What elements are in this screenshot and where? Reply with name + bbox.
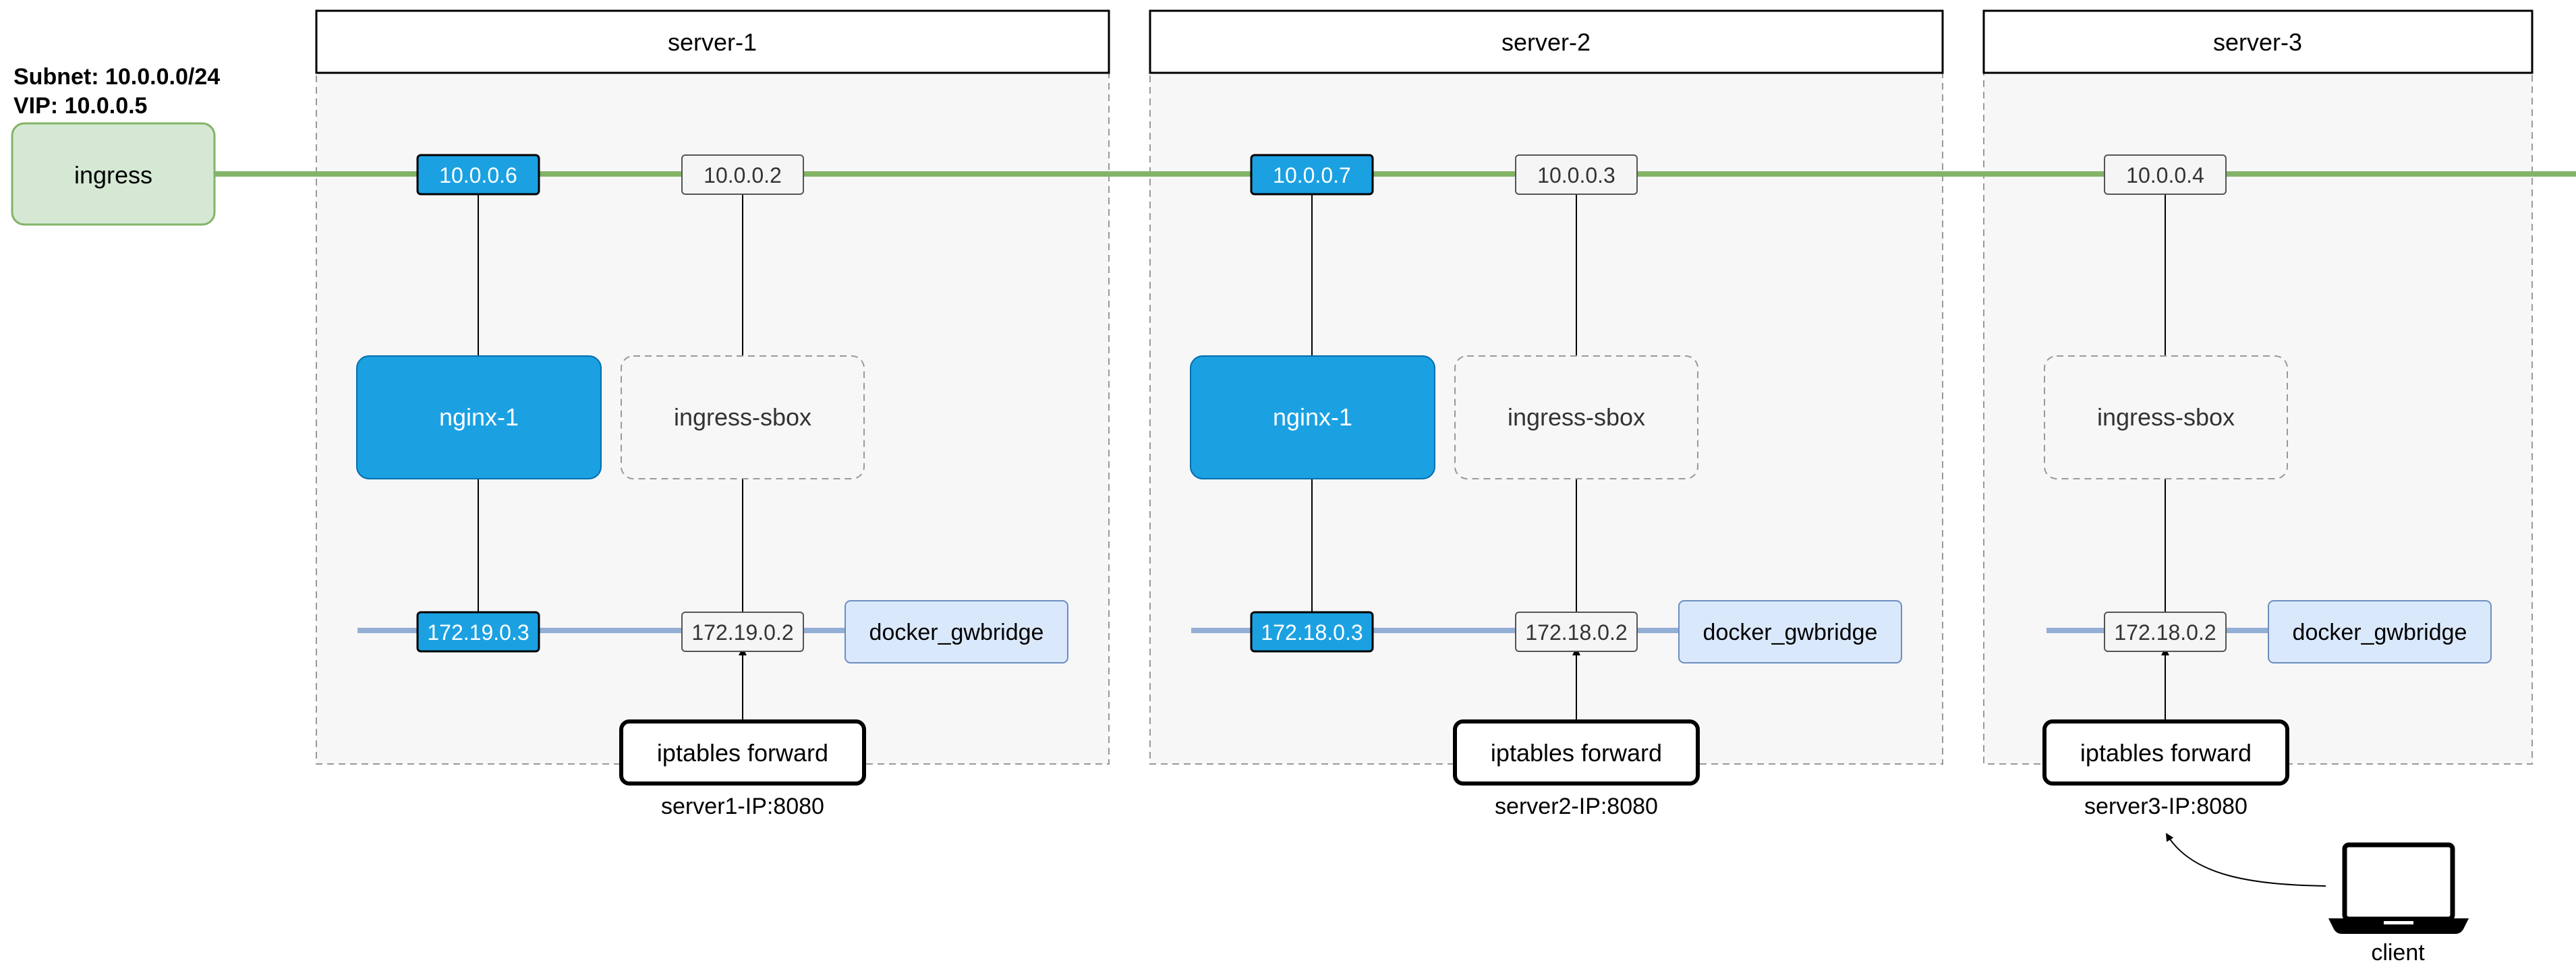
overlay-endpoint: 10.0.0.4: [2104, 154, 2227, 195]
server-name: server-1: [668, 28, 757, 56]
bridge-endpoint: 172.19.0.2: [681, 612, 804, 652]
svg-text:docker_gwbridge: docker_gwbridge: [2293, 620, 2467, 645]
svg-text:10.0.0.2: 10.0.0.2: [704, 163, 782, 187]
svg-text:iptables forward: iptables forward: [657, 739, 828, 767]
svg-text:docker_gwbridge: docker_gwbridge: [869, 620, 1044, 645]
nginx-container: nginx-1: [356, 355, 602, 479]
published-endpoint: server3-IP:8080: [2084, 794, 2248, 819]
ingress-network: ingress: [11, 122, 216, 226]
forward-arrows: [739, 647, 2169, 721]
ingress-label: ingress: [74, 161, 152, 189]
overlay-endpoint: 10.0.0.6: [416, 154, 540, 196]
client-request-arrow: [2165, 833, 2326, 887]
vip-label: VIP: 10.0.0.5: [13, 93, 147, 119]
svg-text:docker_gwbridge: docker_gwbridge: [1703, 620, 1878, 645]
bridge-endpoint: 172.18.0.2: [2104, 612, 2227, 652]
iptables-forward: iptables forward: [619, 719, 866, 786]
svg-text:172.19.0.3: 172.19.0.3: [427, 620, 529, 645]
svg-text:10.0.0.7: 10.0.0.7: [1273, 163, 1351, 187]
svg-text:nginx-1: nginx-1: [439, 403, 519, 431]
overlay-endpoint: 10.0.0.3: [1515, 154, 1638, 195]
svg-text:iptables forward: iptables forward: [2080, 739, 2252, 767]
server-header: server-3: [1982, 9, 2534, 74]
svg-text:172.18.0.2: 172.18.0.2: [1525, 620, 1627, 645]
svg-text:ingress-sbox: ingress-sbox: [1508, 403, 1645, 431]
iptables-forward: iptables forward: [1453, 719, 1700, 786]
connectors: [478, 194, 2166, 614]
svg-text:ingress-sbox: ingress-sbox: [2097, 403, 2235, 431]
iptables-forward: iptables forward: [2042, 719, 2289, 786]
overlay-endpoint: 10.0.0.7: [1250, 154, 1374, 196]
server-name: server-3: [2213, 28, 2302, 56]
gwbridge-box: docker_gwbridge: [2268, 600, 2492, 663]
svg-text:nginx-1: nginx-1: [1273, 403, 1352, 431]
server-header: server-1: [315, 9, 1110, 74]
ingress-sandbox: ingress-sbox: [2044, 355, 2288, 479]
bridge-endpoint: 172.19.0.3: [416, 611, 540, 653]
svg-text:10.0.0.6: 10.0.0.6: [439, 163, 517, 187]
svg-text:172.18.0.3: 172.18.0.3: [1261, 620, 1363, 645]
published-endpoint: server1-IP:8080: [661, 794, 824, 819]
svg-text:172.19.0.2: 172.19.0.2: [691, 620, 793, 645]
svg-text:10.0.0.3: 10.0.0.3: [1537, 163, 1615, 187]
subnet-label: Subnet: 10.0.0.0/24: [13, 64, 220, 90]
svg-text:ingress-sbox: ingress-sbox: [674, 403, 811, 431]
server-name: server-2: [1501, 28, 1591, 56]
gwbridge-box: docker_gwbridge: [845, 600, 1068, 663]
ingress-sandbox: ingress-sbox: [1454, 355, 1698, 479]
nginx-container: nginx-1: [1190, 355, 1435, 479]
bridge-endpoint: 172.18.0.2: [1515, 612, 1638, 652]
published-endpoint: server2-IP:8080: [1495, 794, 1658, 819]
bridge-endpoint: 172.18.0.3: [1250, 611, 1374, 653]
svg-text:10.0.0.4: 10.0.0.4: [2126, 163, 2204, 187]
laptop-icon: [2328, 842, 2469, 934]
svg-text:iptables forward: iptables forward: [1491, 739, 1662, 767]
ingress-sandbox: ingress-sbox: [621, 355, 865, 479]
server-header: server-2: [1149, 9, 1944, 74]
svg-text:172.18.0.2: 172.18.0.2: [2114, 620, 2216, 645]
overlay-endpoint: 10.0.0.2: [681, 154, 804, 195]
client-label: client: [2371, 940, 2425, 966]
gwbridge-box: docker_gwbridge: [1678, 600, 1902, 663]
